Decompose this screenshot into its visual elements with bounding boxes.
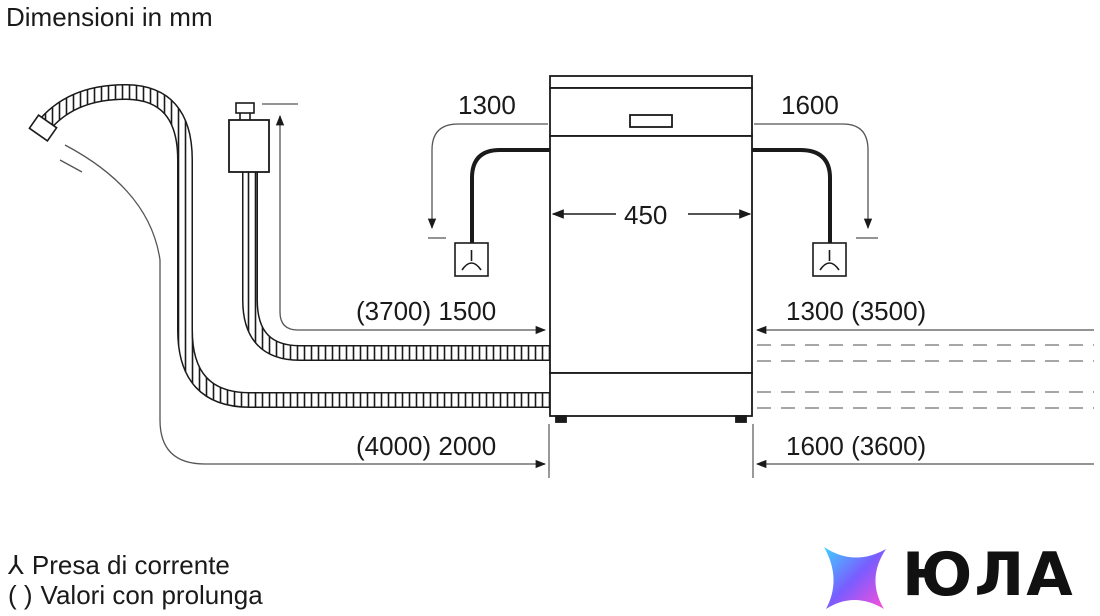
diagram-title: Dimensioni in mm xyxy=(6,2,213,32)
socket-left xyxy=(454,242,489,277)
brand-logo: ЮЛА xyxy=(820,540,1075,610)
star-gradient-icon xyxy=(824,547,886,609)
inlet-hose xyxy=(28,83,550,408)
dashed-hose-continuation xyxy=(757,344,1094,409)
dim-cable-right: 1600 xyxy=(781,90,839,120)
dishwasher xyxy=(549,75,753,423)
legend-socket-label: Presa di corrente xyxy=(31,550,230,580)
dim-inlet-left: (4000) 2000 xyxy=(356,431,497,461)
dim-drain-left: (3700) 1500 xyxy=(356,296,497,326)
legend-extension-label: Valori con prolunga xyxy=(40,580,263,610)
cable-reach-right xyxy=(754,123,878,239)
dishwasher-control-panel xyxy=(549,87,753,137)
dishwasher-foot-right xyxy=(735,415,747,423)
power-cable-right xyxy=(752,148,832,244)
legend-socket: ⅄ Presa di corrente xyxy=(8,552,230,578)
inlet-reach-line xyxy=(59,144,547,469)
right-reach-lines xyxy=(755,325,1094,469)
power-cable-left xyxy=(470,148,550,244)
dishwasher-foot-left xyxy=(555,415,567,423)
drain-hose xyxy=(228,102,550,361)
dishwasher-display xyxy=(629,114,673,128)
dim-inlet-right: 1600 (3600) xyxy=(786,431,927,461)
extension-lines xyxy=(548,424,754,478)
dishwasher-top-panel xyxy=(549,75,753,89)
cable-reach-left xyxy=(427,123,548,239)
dishwasher-door xyxy=(549,135,753,374)
dim-drain-right: 1300 (3500) xyxy=(786,296,927,326)
drain-reach-line xyxy=(262,103,547,335)
dim-cable-left: 1300 xyxy=(458,90,516,120)
brand-name: ЮЛА xyxy=(902,540,1075,610)
dim-width: 450 xyxy=(624,200,668,230)
socket-symbol-icon: ⅄ xyxy=(8,550,24,580)
legend-extension: ( ) Valori con prolunga xyxy=(8,582,263,608)
paren-symbol: ( ) xyxy=(8,580,33,610)
socket-right xyxy=(812,242,847,277)
dishwasher-plinth xyxy=(549,372,753,417)
